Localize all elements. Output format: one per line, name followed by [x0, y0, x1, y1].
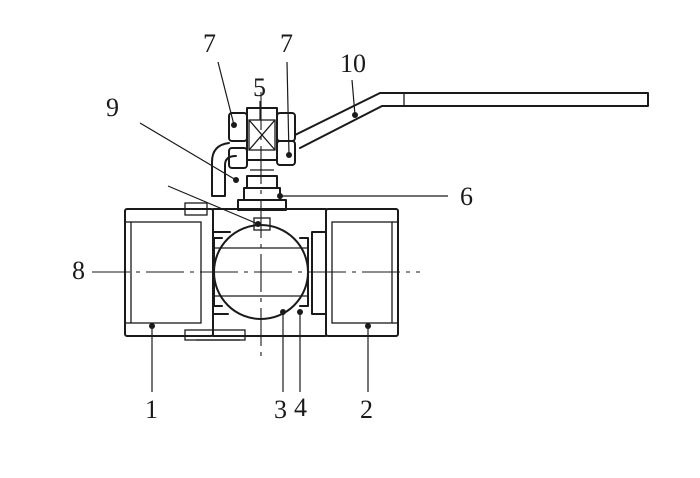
callout-9: 9	[106, 93, 119, 122]
callout-2: 2	[360, 395, 373, 424]
callout-3: 3	[274, 395, 287, 424]
callout-7-left: 7	[203, 29, 216, 58]
callout-5: 5	[253, 73, 266, 102]
callout-7-right: 7	[280, 29, 293, 58]
callout-6: 6	[460, 182, 473, 211]
centerlines	[92, 92, 420, 360]
stop-bracket	[211, 142, 237, 197]
stem-assembly	[228, 107, 296, 231]
callout-10: 10	[340, 49, 366, 78]
callout-1: 1	[145, 395, 158, 424]
callout-4: 4	[294, 393, 307, 422]
callout-8: 8	[72, 256, 85, 285]
lever-handle	[294, 92, 649, 149]
callout-labels: 1 2 3 4 5 6 7 7 8 9 10	[72, 29, 473, 424]
leader-lines	[139, 61, 448, 392]
